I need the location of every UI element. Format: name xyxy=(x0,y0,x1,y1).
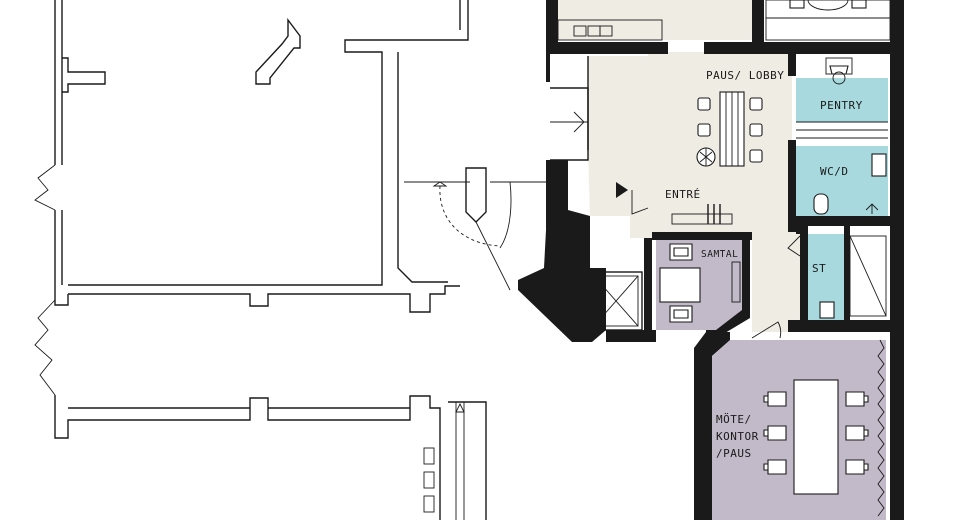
chair xyxy=(697,97,711,111)
lobby-furniture xyxy=(671,91,763,225)
wall xyxy=(704,42,904,54)
meeting-chairs xyxy=(763,391,869,475)
paus-lobby-fill xyxy=(648,52,804,332)
wall xyxy=(644,238,652,342)
wall xyxy=(890,0,904,520)
wall xyxy=(546,54,550,82)
pentry-fill xyxy=(796,78,888,122)
entrance-arrow-icon xyxy=(616,182,628,198)
wall xyxy=(694,332,730,520)
room-label-mote-line3: /PAUS xyxy=(716,447,752,460)
wet-room-fixtures xyxy=(796,57,888,319)
wall xyxy=(788,54,796,76)
chair xyxy=(749,97,763,111)
wall xyxy=(788,216,892,226)
left-building-outline xyxy=(34,0,548,520)
wall xyxy=(518,160,606,342)
elevator-shaft xyxy=(589,271,643,331)
room-label-mote-line1: MÖTE/ xyxy=(716,413,752,426)
wall xyxy=(788,140,796,232)
room-label-wc: WC/D xyxy=(820,165,849,178)
entre-details xyxy=(550,56,801,339)
sink-icon xyxy=(829,65,849,75)
wall xyxy=(752,0,764,42)
meeting-table xyxy=(793,379,839,495)
room-label-entre: ENTRÉ xyxy=(665,188,701,201)
wall xyxy=(606,330,656,342)
room-label-pentry: PENTRY xyxy=(820,99,863,112)
room-label-paus-lobby: PAUS/ LOBBY xyxy=(706,69,784,82)
room-label-mote-line2: KONTOR xyxy=(716,430,759,443)
wall xyxy=(706,310,750,336)
wall xyxy=(800,226,808,330)
structural-walls xyxy=(518,0,904,520)
chair xyxy=(669,305,693,323)
chair xyxy=(749,123,763,137)
samtal-table xyxy=(659,267,701,303)
wall xyxy=(652,232,752,240)
wall xyxy=(844,226,850,320)
samtal-furniture xyxy=(659,243,741,323)
wc-sink-icon xyxy=(871,153,887,177)
room-label-st: ST xyxy=(812,262,826,275)
chair xyxy=(697,123,711,137)
wall xyxy=(788,320,892,332)
room-labels: PAUS/ LOBBY PENTRY WC/D ENTRÉ SAMTAL ST … xyxy=(665,69,863,460)
wall xyxy=(546,0,558,42)
wall xyxy=(742,240,750,310)
kitchen-counter xyxy=(557,0,891,41)
meeting-furniture xyxy=(697,339,885,517)
chair xyxy=(749,149,763,163)
chair xyxy=(669,243,693,261)
toilet-icon xyxy=(813,193,829,215)
room-label-samtal: SAMTAL xyxy=(701,249,738,260)
wall xyxy=(546,42,668,54)
entre-fill xyxy=(588,56,648,238)
